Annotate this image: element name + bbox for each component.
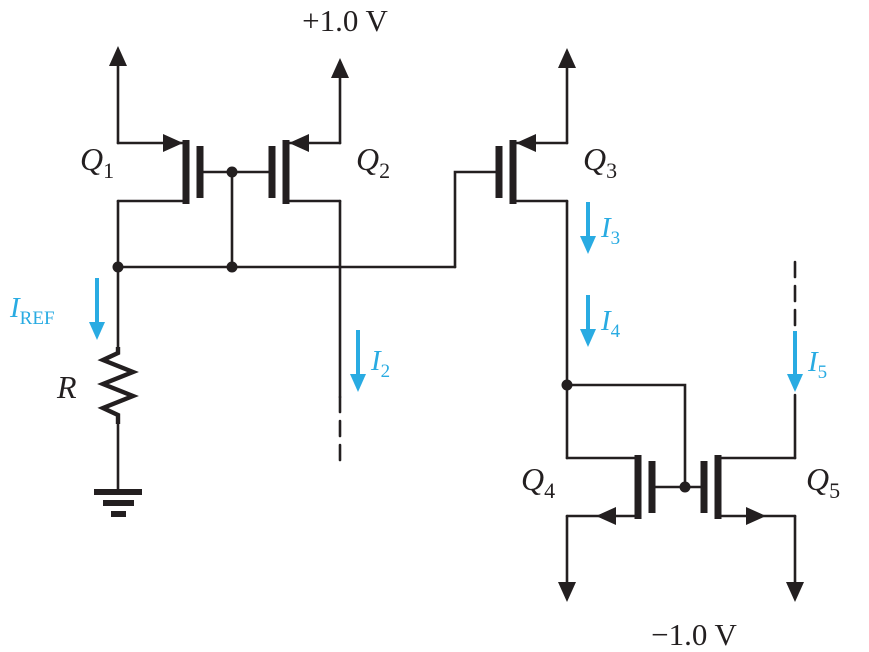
q5-label: Q5: [806, 461, 840, 503]
node-dot-q3q4: [561, 379, 573, 391]
iref-current-arrow: [89, 278, 105, 340]
i2-arrowhead-icon: [350, 374, 366, 392]
transistor-q3: [453, 134, 569, 269]
vdd-arrow-left: [109, 46, 127, 145]
node-dot-q1q2-gates: [226, 166, 238, 178]
resistor-label: R: [56, 369, 77, 405]
q2-label: Q2: [356, 141, 390, 183]
iref-label: IREF: [9, 292, 55, 329]
node-dot-gate-bus: [226, 261, 238, 273]
q4-source-arrow-icon: [596, 507, 616, 525]
iref-arrowhead-icon: [89, 322, 105, 340]
i3-arrowhead-icon: [580, 236, 596, 254]
q1-source-arrow-icon: [163, 134, 183, 152]
down-arrow-icon: [558, 582, 576, 602]
node-dot-q4q5-gates: [679, 481, 691, 493]
q2-source-arrow-icon: [289, 134, 309, 152]
q4-label: Q4: [521, 461, 555, 503]
resistor-zigzag: [97, 347, 139, 424]
ground-icon: [94, 489, 142, 517]
i3-label: I3: [600, 212, 620, 249]
i3-current-arrow: [580, 202, 596, 254]
up-arrow-icon: [558, 48, 576, 68]
q1-label: Q1: [80, 141, 114, 183]
vss-arrow-right: [786, 514, 804, 602]
vss-arrow-left: [558, 514, 576, 602]
i5-arrowhead-icon: [787, 374, 803, 392]
vdd-arrow-right: [558, 48, 576, 145]
transistor-q5: [700, 455, 797, 525]
reference-branch: [94, 265, 142, 517]
q3-source-arrow-icon: [516, 134, 536, 152]
q3-gate-wire: [453, 170, 501, 269]
transistor-q4: [565, 455, 656, 525]
i4-current-arrow: [580, 295, 596, 347]
q4-diode-connection-wire: [565, 383, 687, 489]
i4-label: I4: [600, 305, 621, 342]
transistor-q1: [116, 134, 234, 204]
i5-label: I5: [807, 346, 827, 383]
i2-current-arrow: [350, 330, 366, 392]
node-dot-ref: [112, 261, 124, 273]
transistor-q2: [230, 134, 342, 204]
up-arrow-icon: [109, 46, 127, 66]
vdd-arrow-center: [331, 58, 349, 145]
down-arrow-icon: [786, 582, 804, 602]
i2-label: I2: [370, 345, 390, 382]
i4-arrowhead-icon: [580, 329, 596, 347]
q3-label: Q3: [583, 141, 617, 183]
up-arrow-icon: [331, 58, 349, 78]
q5-source-arrow-icon: [746, 507, 766, 525]
vss-label: −1.0 V: [651, 617, 737, 652]
i5-current-arrow: [787, 331, 803, 392]
vdd-label: +1.0 V: [302, 3, 388, 38]
